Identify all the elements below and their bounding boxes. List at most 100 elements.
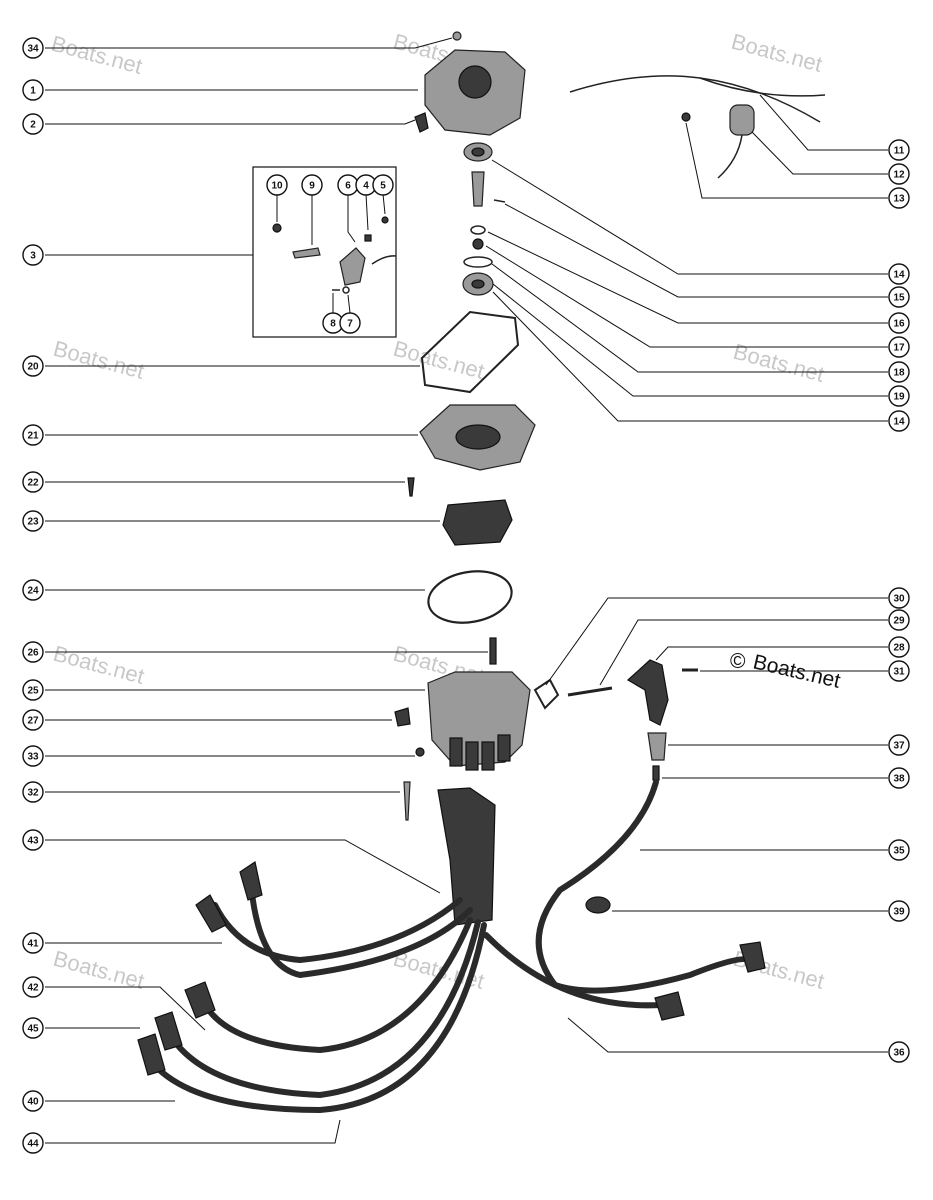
- leader-lines: [45, 37, 888, 1144]
- callout-number: 5: [380, 181, 386, 192]
- callout-number: 35: [893, 846, 905, 857]
- part-bolt-32: [403, 781, 411, 821]
- part-coil-lead-35-boot: [739, 941, 766, 973]
- callout-number: 36: [893, 1048, 905, 1059]
- callout-number: 39: [893, 907, 905, 918]
- callout-circle: [22, 510, 44, 532]
- part-plug-wire-42: [197, 917, 473, 1054]
- callout-32: 32: [22, 781, 44, 803]
- part-screw-34: [452, 31, 462, 41]
- callout-circle: [22, 244, 44, 266]
- callout-circle: [22, 37, 44, 59]
- callout-number: 34: [27, 44, 39, 55]
- part-ring-7: [342, 286, 350, 294]
- part-pin-26: [489, 637, 497, 665]
- part-condenser-12: [729, 104, 755, 136]
- callout-33: 33: [22, 745, 44, 767]
- callout-number: 38: [893, 774, 905, 785]
- callout-circle: [888, 587, 910, 609]
- callout-17: 17: [888, 336, 910, 358]
- part-pin-4: [364, 234, 372, 242]
- callout-4: 4: [355, 174, 377, 196]
- callout-number: 20: [27, 362, 39, 373]
- part-bearing-14-bottom-bore: [471, 279, 485, 289]
- callout-circle: [22, 579, 44, 601]
- callout-21: 21: [22, 424, 44, 446]
- watermark-6: Boats.net: [731, 339, 827, 387]
- callout-42: 42: [22, 976, 44, 998]
- callout-circle: [266, 174, 288, 196]
- callout-number: 22: [27, 478, 39, 489]
- parts: [137, 31, 826, 1114]
- callout-26: 26: [22, 641, 44, 663]
- callout-number: 21: [27, 431, 39, 442]
- callout-number: 37: [893, 741, 905, 752]
- watermark-3: Boats.net: [729, 29, 825, 77]
- callout-circle: [888, 361, 910, 383]
- callout-circle: [22, 471, 44, 493]
- callout-circle: [888, 286, 910, 308]
- part-cap-tower-1: [449, 737, 463, 767]
- part-cap-tower-4: [497, 734, 511, 762]
- callout-circle: [22, 1090, 44, 1112]
- inset-box: [252, 166, 397, 338]
- callout-circle: [888, 312, 910, 334]
- callout-number: 29: [893, 616, 905, 627]
- callout-43: 43: [22, 829, 44, 851]
- callout-number: 45: [27, 1024, 39, 1035]
- callout-16: 16: [888, 312, 910, 334]
- callout-number: 44: [27, 1139, 39, 1150]
- callout-number: 13: [893, 194, 905, 205]
- callout-44: 44: [22, 1132, 44, 1154]
- callout-3: 3: [22, 244, 44, 266]
- callout-circle: [888, 187, 910, 209]
- callout-number: 25: [27, 686, 39, 697]
- callout-circle: [888, 163, 910, 185]
- callout-14: 14: [888, 410, 910, 432]
- callout-10: 10: [266, 174, 288, 196]
- callout-number: 19: [893, 392, 905, 403]
- callout-36: 36: [888, 1041, 910, 1063]
- part-screw-29: [567, 686, 613, 697]
- part-coil-lead-35: [535, 779, 755, 994]
- callout-38: 38: [888, 767, 910, 789]
- part-plate-6: [339, 247, 366, 286]
- part-lead-inset: [371, 255, 397, 265]
- part-boot-41: [195, 894, 227, 933]
- part-housing-cover-1-bore: [458, 65, 492, 99]
- callout-circle: [372, 174, 394, 196]
- callout-number: 26: [27, 648, 39, 659]
- callout-31: 31: [888, 660, 910, 682]
- part-plug-wire-41-b: [247, 867, 473, 979]
- callout-12: 12: [888, 163, 910, 185]
- part-screw-13: [681, 112, 691, 122]
- callout-circle: [22, 829, 44, 851]
- callout-number: 24: [27, 586, 39, 597]
- part-seal-18: [463, 256, 493, 268]
- part-gasket-24: [427, 570, 513, 624]
- callout-circle: [888, 839, 910, 861]
- part-harness-43: [437, 787, 496, 926]
- callout-30: 30: [888, 587, 910, 609]
- part-gasket-30: [533, 678, 560, 710]
- part-nut-33: [415, 747, 425, 757]
- callout-circle: [301, 174, 323, 196]
- callout-number: 27: [27, 716, 39, 727]
- callout-circle: [22, 1132, 44, 1154]
- callout-1: 1: [22, 79, 44, 101]
- part-fitting-2: [414, 112, 429, 133]
- part-boot-40: [137, 1033, 166, 1076]
- callout-34: 34: [22, 37, 44, 59]
- part-lead-wire-11: [569, 75, 821, 123]
- callout-number: 12: [893, 170, 905, 181]
- callout-number: 11: [894, 146, 905, 157]
- part-coil-28: [626, 659, 669, 726]
- callout-8: 8: [322, 312, 344, 334]
- callout-number: 42: [27, 983, 39, 994]
- callout-37: 37: [888, 734, 910, 756]
- callout-number: 15: [893, 293, 905, 304]
- part-boot-41-b: [239, 861, 263, 901]
- callout-number: 8: [330, 319, 336, 330]
- callout-number: 31: [893, 667, 905, 678]
